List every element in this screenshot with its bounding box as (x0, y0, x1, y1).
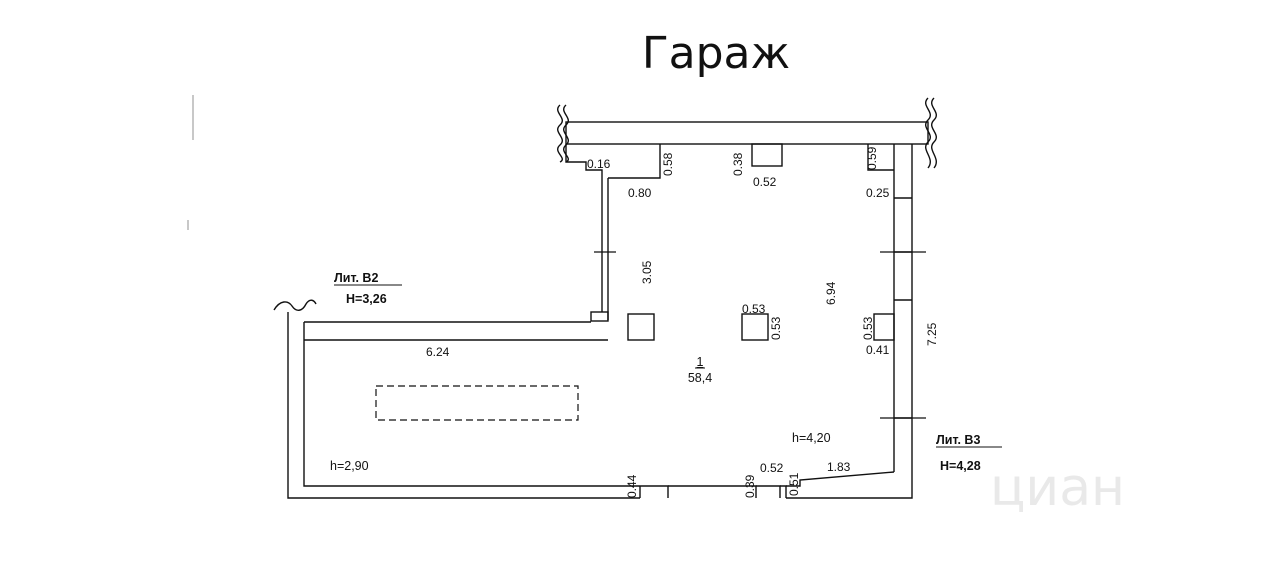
top-wall-band (565, 121, 929, 145)
break-lines (273, 97, 937, 311)
dim-0-52-bottom: 0.52 (760, 461, 784, 475)
walls (287, 121, 929, 499)
room-number: 1 (697, 355, 704, 369)
dim-0-16: 0.16 (587, 157, 611, 171)
block-b2-name: Лит. В2 (334, 271, 378, 285)
dim-0-53-col-v: 0.53 (769, 316, 783, 340)
dim-0-52-top: 0.52 (753, 175, 777, 189)
dim-0-80: 0.80 (628, 186, 652, 200)
block-b3-name: Лит. В3 (936, 433, 980, 447)
plan-sheet (292, 0, 982, 586)
room-area: 58,4 (688, 371, 712, 385)
block-b2-inner-height: h=2,90 (330, 459, 369, 473)
dim-0-25: 0.25 (866, 186, 890, 200)
dim-0-39: 0.39 (743, 474, 757, 498)
inspection-pit (375, 385, 579, 421)
dim-0-44: 0.44 (625, 474, 639, 498)
dim-0-53-col-h: 0.53 (742, 302, 766, 316)
dim-6-94: 6.94 (824, 281, 838, 305)
dim-0-41: 0.41 (866, 343, 890, 357)
block-b2-height: H=3,26 (346, 292, 387, 306)
room-height: h=4,20 (792, 431, 831, 445)
dimension-labels: 0.16 0.58 0.80 0.38 0.52 0.59 0.25 3.05 … (426, 146, 939, 498)
dim-0-59: 0.59 (865, 146, 879, 170)
page-title: Гараж (642, 28, 790, 79)
block-b2: Лит. В2 H=3,26 h=2,90 (330, 271, 402, 473)
block-b3-height: H=4,28 (940, 459, 981, 473)
dim-7-25: 7.25 (925, 322, 939, 346)
dim-6-24: 6.24 (426, 345, 450, 359)
dimension-ticks (594, 251, 926, 419)
block-b3: Лит. В3 H=4,28 (936, 433, 1002, 473)
room-label: 1 58,4 h=4,20 (688, 355, 831, 445)
watermark: циан (990, 458, 1125, 518)
dim-3-05: 3.05 (640, 260, 654, 284)
dim-1-83: 1.83 (827, 460, 851, 474)
dim-0-38: 0.38 (731, 152, 745, 176)
dim-0-53-right: 0.53 (861, 316, 875, 340)
dim-0-58: 0.58 (661, 152, 675, 176)
dim-0-51: 0.51 (787, 472, 801, 496)
